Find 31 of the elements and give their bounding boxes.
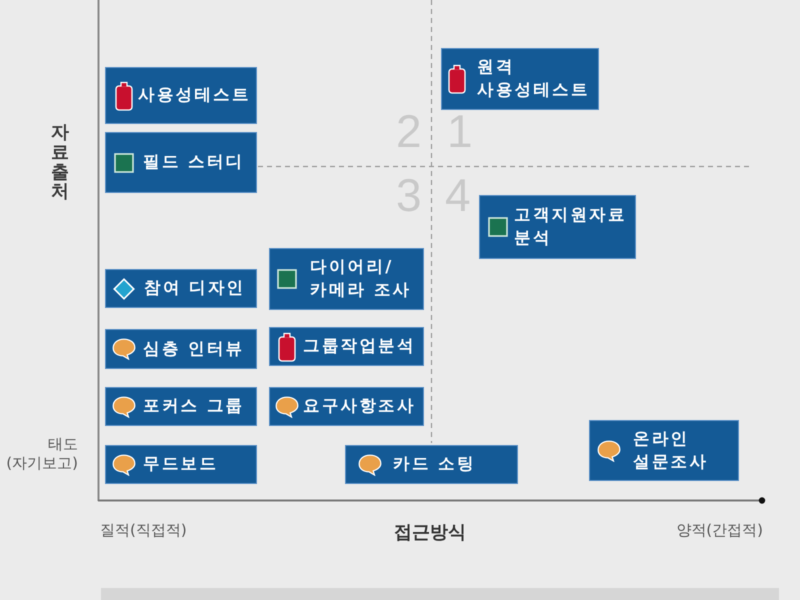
method-box: [105, 67, 257, 124]
method-box: [105, 269, 257, 308]
method-label: 참여 디자인: [144, 277, 246, 300]
method-box: [269, 387, 424, 426]
axis-end-label: 태도 (자기보고): [6, 435, 78, 472]
method-box: [105, 387, 257, 426]
axis-title: 자료출처: [51, 123, 69, 202]
method-box: [269, 327, 424, 366]
axis-end-label: 질적(직접적): [100, 521, 187, 540]
method-box: [105, 132, 257, 193]
axis-title: 접근방식: [394, 521, 466, 544]
method-label: 사용성테스트: [138, 84, 251, 106]
method-label: 포커스 그룹: [143, 395, 245, 418]
method-label: 필드 스터디: [143, 151, 245, 174]
method-label: 그룹작업분석: [303, 335, 416, 358]
method-label: 요구사항조사: [303, 395, 416, 418]
method-box: [441, 48, 599, 110]
method-label: 심층 인터뷰: [143, 338, 245, 360]
method-box: [105, 445, 257, 484]
method-label: 고객지원자료 분석: [514, 204, 628, 249]
axis-end-label: 양적(간접적): [676, 521, 763, 540]
method-box: [589, 420, 739, 481]
method-box: [105, 329, 257, 369]
method-label: 온라인 설문조사: [633, 428, 710, 472]
method-box: [479, 195, 636, 259]
method-box: [269, 248, 424, 310]
method-label: 다이어리/ 카메라 조사: [310, 256, 413, 301]
method-box: [345, 445, 518, 484]
method-label: 카드 소팅: [393, 453, 476, 476]
method-label: 무드보드: [143, 453, 218, 476]
method-label: 원격 사용성테스트: [477, 56, 591, 101]
